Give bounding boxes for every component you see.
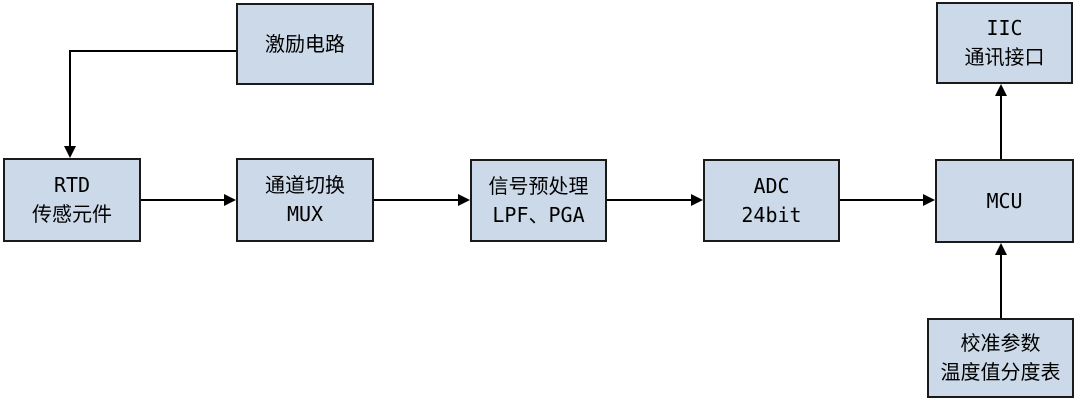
node-label: 通讯接口 xyxy=(964,45,1045,69)
node-label: MUX xyxy=(286,202,324,226)
connector-excitation-rtd-hline xyxy=(69,50,236,52)
arrowhead-up-icon xyxy=(995,84,1007,96)
node-label: 通道切换 xyxy=(265,173,345,197)
node-label: 温度值分度表 xyxy=(940,360,1061,384)
node-label: 校准参数 xyxy=(960,331,1041,355)
node-iic-interface: IIC 通讯接口 xyxy=(936,2,1073,84)
connector-mcu-iic-line xyxy=(1000,96,1002,159)
connector-adc-mcu-line xyxy=(840,199,923,201)
connector-rtd-mux-line xyxy=(141,199,225,201)
node-excitation-circuit: 激励电路 xyxy=(236,3,374,85)
node-signal-preprocessing: 信号预处理 LPF、PGA xyxy=(470,159,607,242)
node-label: LPF、PGA xyxy=(492,202,585,227)
connector-mux-signal-line xyxy=(374,199,458,201)
node-rtd-sensor: RTD 传感元件 xyxy=(3,158,141,242)
node-label: IIC xyxy=(986,16,1023,40)
node-mcu: MCU xyxy=(935,159,1074,243)
node-label: 24bit xyxy=(741,202,802,227)
node-adc-24bit: ADC 24bit xyxy=(703,159,840,242)
arrowhead-right-icon xyxy=(224,194,236,206)
node-label: ADC xyxy=(753,173,790,198)
arrowhead-up-icon xyxy=(995,243,1007,255)
node-channel-mux: 通道切换 MUX xyxy=(236,158,374,242)
node-label: 激励电路 xyxy=(265,31,345,56)
arrowhead-right-icon xyxy=(923,194,935,206)
arrowhead-right-icon xyxy=(691,194,703,206)
node-label: 传感元件 xyxy=(32,202,112,226)
connector-excitation-rtd-vline xyxy=(69,50,71,147)
node-label: 信号预处理 xyxy=(488,173,589,198)
arrowhead-right-icon xyxy=(458,194,470,206)
arrowhead-down-icon xyxy=(64,146,76,158)
connector-calibration-mcu-line xyxy=(1000,255,1002,318)
node-label: MCU xyxy=(986,188,1023,213)
node-label: RTD xyxy=(53,173,91,197)
connector-signal-adc-line xyxy=(607,199,691,201)
node-calibration-table: 校准参数 温度值分度表 xyxy=(927,318,1074,398)
